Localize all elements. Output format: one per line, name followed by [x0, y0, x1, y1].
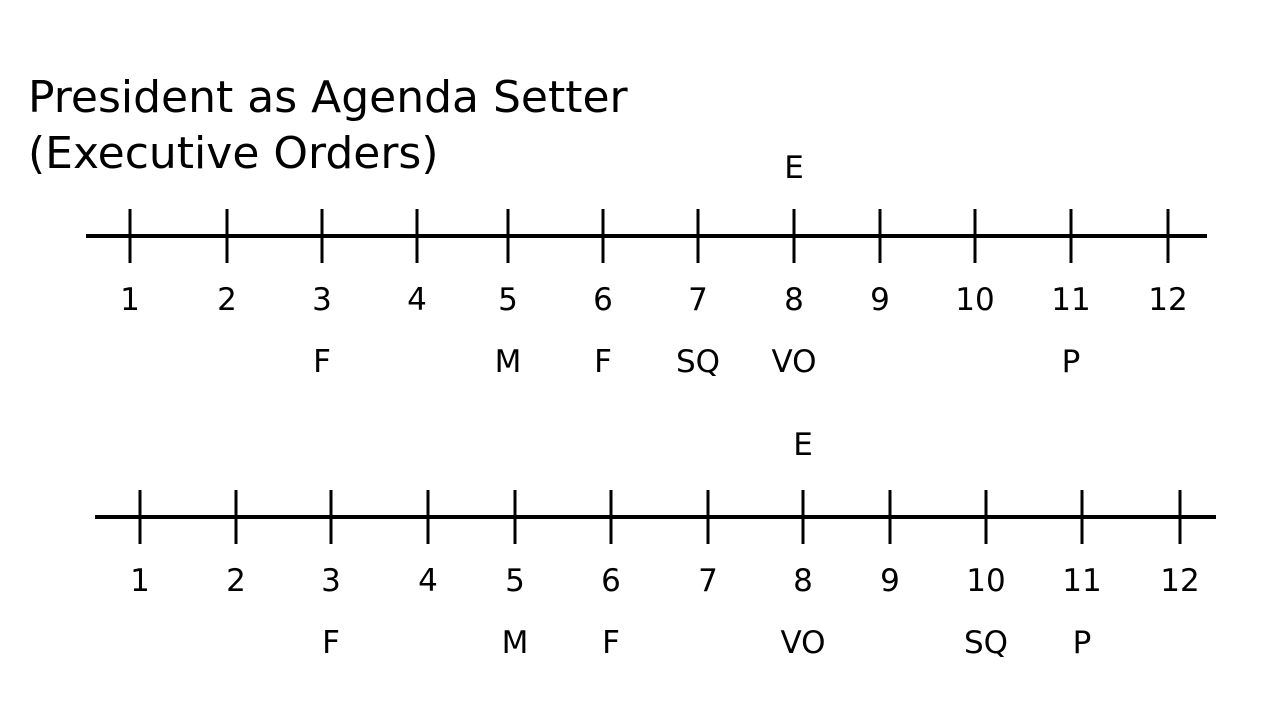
scale-tick-label: 10: [966, 563, 1005, 599]
marker-below: F: [602, 625, 620, 661]
scale-tick-label: 12: [1148, 282, 1187, 318]
marker-below: F: [322, 625, 340, 661]
marker-below: P: [1073, 625, 1092, 661]
marker-above: E: [793, 427, 813, 463]
scale-tick-label: 2: [217, 282, 237, 318]
marker-below: VO: [771, 344, 816, 380]
scale-tick-label: 6: [593, 282, 613, 318]
scale-tick-label: 9: [870, 282, 890, 318]
scale-tick-label: 1: [120, 282, 140, 318]
marker-below: P: [1062, 344, 1081, 380]
marker-below: VO: [780, 625, 825, 661]
scale-tick-label: 11: [1051, 282, 1090, 318]
scale-tick-label: 5: [505, 563, 525, 599]
marker-below: M: [502, 625, 529, 661]
marker-below: F: [313, 344, 331, 380]
scale-tick-label: 8: [793, 563, 813, 599]
slide-title-line-1: President as Agenda Setter: [28, 72, 628, 123]
slide-title-line-2: (Executive Orders): [28, 128, 439, 179]
scale-tick-label: 9: [880, 563, 900, 599]
scale-tick-label: 5: [498, 282, 518, 318]
marker-below: SQ: [676, 344, 720, 380]
scale-tick-label: 6: [601, 563, 621, 599]
scale-tick-label: 11: [1062, 563, 1101, 599]
marker-below: SQ: [964, 625, 1008, 661]
scale-tick-label: 12: [1160, 563, 1199, 599]
scale-tick-label: 2: [226, 563, 246, 599]
marker-below: M: [495, 344, 522, 380]
scale-tick-label: 3: [321, 563, 341, 599]
scale-tick-label: 10: [955, 282, 994, 318]
scale-tick-label: 3: [312, 282, 332, 318]
scale-tick-label: 1: [130, 563, 150, 599]
scale-tick-label: 7: [698, 563, 718, 599]
marker-above: E: [784, 150, 804, 186]
scale-tick-label: 8: [784, 282, 804, 318]
marker-below: F: [594, 344, 612, 380]
scale-tick-label: 7: [688, 282, 708, 318]
scale-tick-label: 4: [407, 282, 427, 318]
scale-tick-label: 4: [418, 563, 438, 599]
slide-title: President as Agenda Setter (Executive Or…: [28, 70, 628, 182]
